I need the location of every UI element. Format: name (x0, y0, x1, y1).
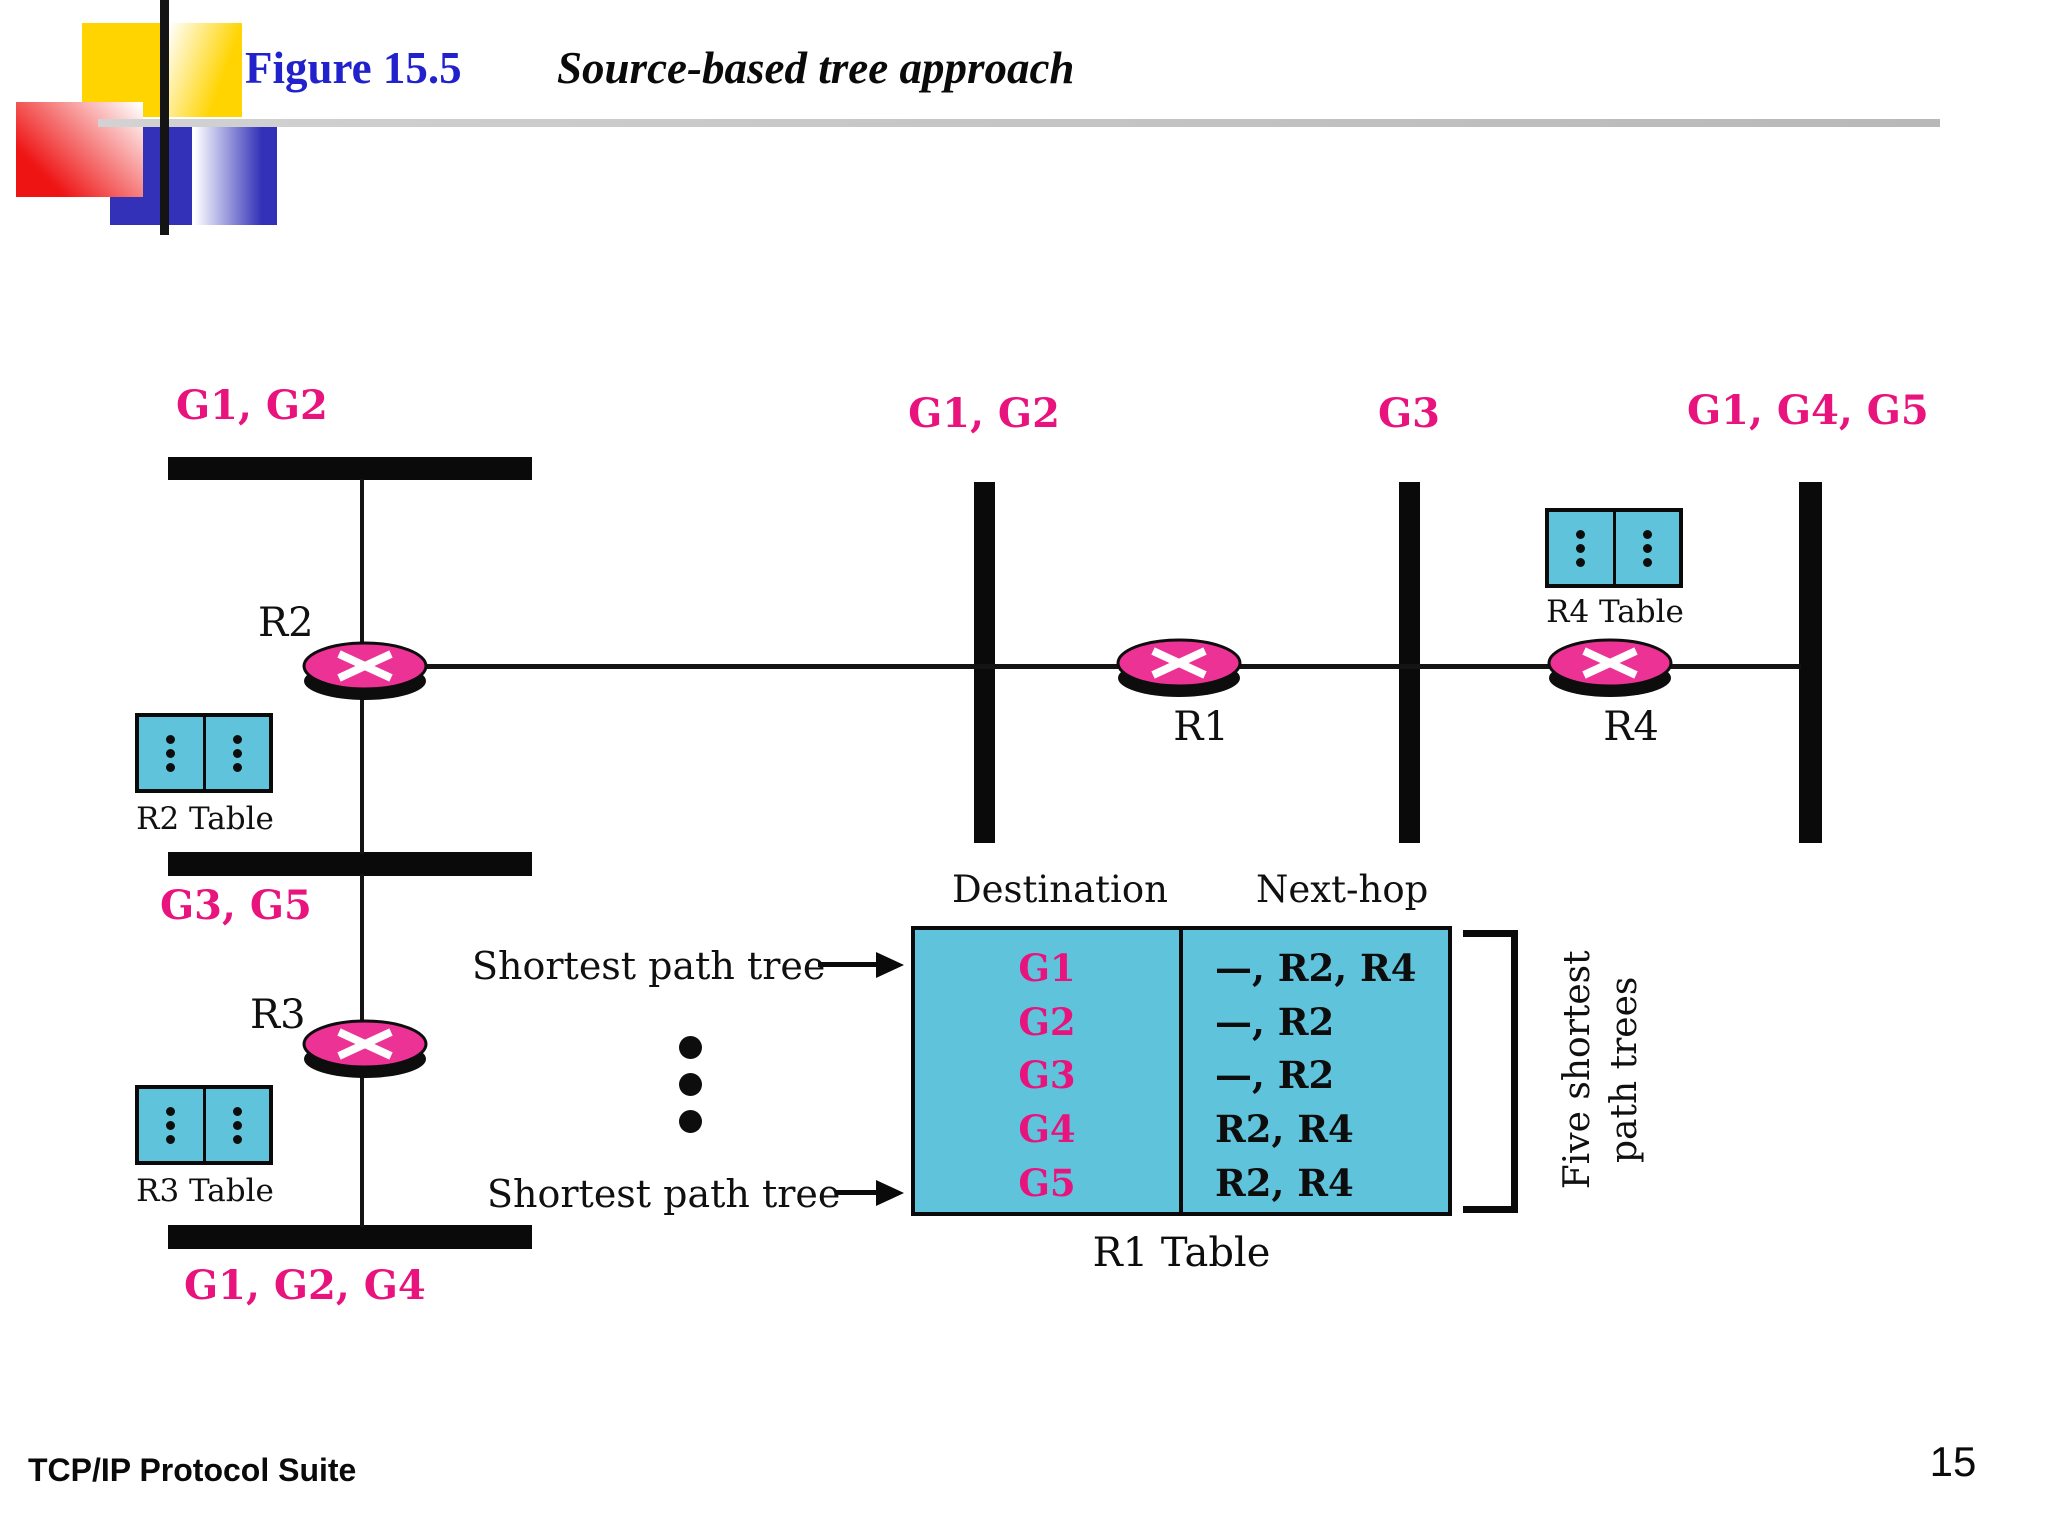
router-r4-label: R4 (1603, 704, 1659, 750)
column-header-next-hop: Next-hop (1256, 868, 1429, 911)
ellipsis-dots-icon (1576, 529, 1586, 567)
segment-right (1799, 482, 1822, 843)
group-label-middle-right: G3 (1378, 390, 1440, 437)
ellipsis-dots-icon (232, 734, 242, 772)
shortest-path-tree-label-bottom: Shortest path tree (487, 1172, 841, 1216)
next-hop-column: —, R2, R4 —, R2 —, R2 R2, R4 R2, R4 (1183, 930, 1452, 1212)
link-r3-segc (360, 1068, 364, 1227)
r3-table-label: R3 Table (136, 1173, 274, 1209)
table-row-destination: G3 (1018, 1053, 1076, 1098)
ellipsis-dots-icon (166, 734, 176, 772)
r4-table-cell (1612, 512, 1680, 584)
router-r2-icon (302, 641, 428, 700)
header-divider-rule (98, 119, 1940, 127)
ellipsis-dots-icon (166, 1106, 176, 1144)
r4-table-label: R4 Table (1546, 594, 1684, 630)
table-row-destination: G5 (1018, 1160, 1076, 1205)
group-label-middle: G1, G2 (908, 390, 1060, 437)
r4-table-cell (1549, 512, 1613, 584)
segment-mid-left (168, 852, 532, 876)
r3-table-cell (202, 1089, 270, 1161)
table-column-divider (1179, 930, 1183, 1212)
r2-table-label: R2 Table (136, 801, 274, 837)
router-r3-icon (302, 1019, 428, 1078)
side-note-line: path trees (1604, 976, 1645, 1163)
table-row-destination: G2 (1018, 999, 1076, 1044)
link-segb-r3 (360, 874, 364, 1026)
table-row-next-hop: —, R2 (1215, 1053, 1335, 1098)
arrow-bottom-line (836, 1190, 878, 1195)
logo-blue-gradient-square (192, 127, 277, 225)
table-row-destination: G4 (1018, 1107, 1076, 1152)
destination-column: G1 G2 G3 G4 G5 (915, 930, 1179, 1212)
figure-number-label: Figure 15.5 (245, 43, 462, 93)
table-row-next-hop: R2, R4 (1215, 1107, 1354, 1152)
r4-table-icon (1545, 508, 1683, 588)
vertical-ellipsis-icon (679, 1036, 702, 1133)
link-backbone (423, 664, 1801, 669)
ellipsis-dots-icon (1642, 529, 1652, 567)
r3-table-cell (139, 1089, 203, 1161)
segment-bottom-left (168, 1225, 532, 1249)
router-r2-label: R2 (258, 600, 314, 646)
logo-red-gradient-square (16, 102, 143, 197)
link-sega-r2 (360, 479, 364, 651)
ellipsis-dots-icon (232, 1106, 242, 1144)
segment-top-left (168, 457, 532, 480)
table-row-next-hop: —, R2, R4 (1215, 946, 1417, 991)
grouping-bracket (1463, 930, 1518, 1213)
router-r1-icon (1116, 638, 1242, 697)
table-row-next-hop: R2, R4 (1215, 1160, 1354, 1205)
logo-yellow-square (82, 23, 160, 117)
r2-table-icon (135, 713, 273, 793)
logo-yellow-gradient-square (160, 23, 242, 117)
router-r3-label: R3 (250, 992, 306, 1038)
column-header-destination: Destination (952, 868, 1168, 911)
table-row-destination: G1 (1018, 946, 1076, 991)
logo-vertical-line (160, 0, 169, 235)
r1-table-caption: R1 Table (1092, 1230, 1271, 1276)
r3-table-icon (135, 1085, 273, 1165)
group-label-bottom-left: G1, G2, G4 (184, 1262, 426, 1309)
side-note-line: Five shortest (1557, 950, 1599, 1190)
segment-middle (974, 482, 995, 843)
router-r4-icon (1547, 638, 1673, 697)
r2-table-cell (139, 717, 203, 789)
page-number: 15 (1929, 1438, 1977, 1485)
arrow-bottom-head-icon (876, 1180, 904, 1206)
segment-middle-right (1399, 482, 1420, 843)
table-row-next-hop: —, R2 (1215, 999, 1335, 1044)
group-label-top-left: G1, G2 (176, 382, 328, 429)
link-r2-segb (360, 688, 364, 854)
footer-book-title: TCP/IP Protocol Suite (28, 1452, 357, 1488)
figure-title: Source-based tree approach (557, 43, 1075, 93)
r2-table-cell (202, 717, 270, 789)
group-label-mid-left: G3, G5 (160, 882, 312, 929)
arrow-top-line (818, 962, 878, 967)
router-r1-label: R1 (1173, 704, 1229, 750)
five-shortest-path-trees-note: Five shortest path trees (1555, 910, 1649, 1230)
group-label-right: G1, G4, G5 (1687, 387, 1929, 434)
r1-routing-table: G1 G2 G3 G4 G5 —, R2, R4 —, R2 —, R2 R2,… (911, 926, 1452, 1216)
arrow-top-head-icon (876, 952, 904, 978)
shortest-path-tree-label-top: Shortest path tree (472, 944, 826, 988)
